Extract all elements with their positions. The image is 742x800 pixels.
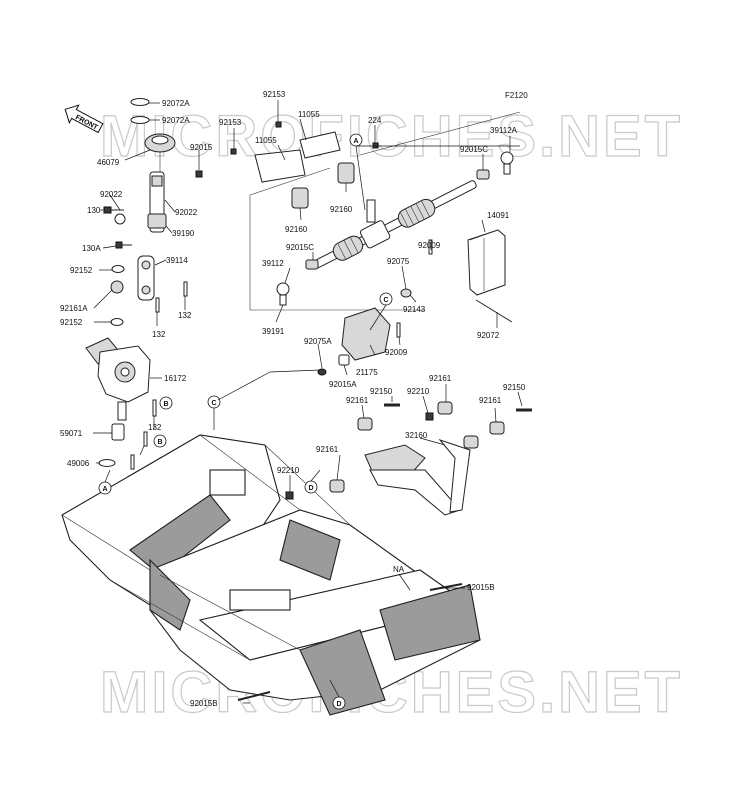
label-16172: 16172 <box>164 374 187 383</box>
cable-tie-92072 <box>475 299 513 323</box>
label-59071: 59071 <box>60 429 83 438</box>
label-32160: 32160 <box>405 431 428 440</box>
label-92153-top: 92153 <box>263 90 286 99</box>
steering-column-group <box>85 98 203 470</box>
label-92009-top: 92009 <box>418 241 441 250</box>
label-92160-right: 92160 <box>330 205 353 214</box>
label-92022-right: 92022 <box>175 208 198 217</box>
leader-lines <box>93 100 523 704</box>
label-21175: 21175 <box>356 368 378 377</box>
tie-rod-end-39112a <box>500 151 514 165</box>
main-frame <box>61 434 481 716</box>
label-39112a: 39112A <box>490 126 518 135</box>
label-92009-bottom: 92009 <box>385 348 408 357</box>
rack-boot-right <box>397 198 436 228</box>
label-92210-top: 92210 <box>407 387 430 396</box>
label-39190: 39190 <box>172 229 195 238</box>
label-46079: 46079 <box>97 158 120 167</box>
front-arrow-icon: FRONT <box>64 104 104 134</box>
label-49006: 49006 <box>67 459 90 468</box>
label-92153-left: 92153 <box>219 118 242 127</box>
label-92210-left: 92210 <box>277 466 300 475</box>
label-92161a: 92161A <box>60 304 88 313</box>
label-92072a-1: 92072A <box>162 99 190 108</box>
svg-text:B: B <box>163 401 168 408</box>
label-39191: 39191 <box>262 327 285 336</box>
washer-49006 <box>98 459 116 467</box>
label-92015b-right: 92015B <box>467 583 495 592</box>
coupler-59071 <box>111 423 125 441</box>
label-92143: 92143 <box>403 305 426 314</box>
watermark-top: MICROFICHES.NET <box>100 104 683 169</box>
label-92015c-right: 92015C <box>460 145 488 154</box>
figure-code: F2120 <box>505 91 528 100</box>
label-224: 224 <box>368 116 382 125</box>
svg-text:C: C <box>383 297 388 304</box>
controller-21175 <box>341 307 391 361</box>
label-39112: 39112 <box>262 259 284 268</box>
label-92161-top: 92161 <box>429 374 452 383</box>
a-arm-32160 <box>369 469 461 516</box>
svg-text:C: C <box>211 400 216 407</box>
svg-text:A: A <box>353 138 358 145</box>
a-arm-group <box>285 401 532 516</box>
label-92015b-bottom: 92015B <box>190 699 218 708</box>
label-92072a-2: 92072A <box>162 116 190 125</box>
bracket-11055-right <box>299 131 341 159</box>
svg-text:A: A <box>102 486 107 493</box>
label-92152-upper: 92152 <box>70 266 93 275</box>
bushing-92160-left <box>291 187 309 209</box>
label-14091: 14091 <box>487 211 510 220</box>
tie-rod-end-39112 <box>276 282 290 296</box>
label-39114: 39114 <box>166 256 188 265</box>
label-132-lower: 132 <box>148 423 162 432</box>
svg-text:B: B <box>157 439 162 446</box>
label-92150-right: 92150 <box>503 383 526 392</box>
label-92022-left: 92022 <box>100 190 123 199</box>
label-130a: 130A <box>82 244 101 253</box>
part-labels: 92072A 92072A 46079 92015 92022 130 9202… <box>60 90 526 708</box>
ring-92072a-upper <box>130 98 150 106</box>
label-11055-top: 11055 <box>298 110 320 119</box>
label-132-upper: 132 <box>178 311 192 320</box>
svg-text:D: D <box>336 701 341 708</box>
label-11055-left: 11055 <box>255 136 277 145</box>
ref-marker-b-upper <box>159 396 173 410</box>
label-92015c-left: 92015C <box>286 243 314 252</box>
label-92015a: 92015A <box>329 380 357 389</box>
label-92015: 92015 <box>190 143 213 152</box>
svg-text:D: D <box>308 485 313 492</box>
label-92075: 92075 <box>387 257 410 266</box>
label-132-mid: 132 <box>152 330 166 339</box>
label-92150-left: 92150 <box>370 387 393 396</box>
ref-marker-b-lower <box>153 434 167 448</box>
cover-14091 <box>467 229 506 296</box>
label-92075a: 92075A <box>304 337 332 346</box>
label-92161-right: 92161 <box>479 396 502 405</box>
label-92161-left: 92161 <box>316 445 339 454</box>
steering-rack-group <box>230 111 521 338</box>
label-92160-left: 92160 <box>285 225 308 234</box>
label-92152-lower: 92152 <box>60 318 83 327</box>
ring-92072a-lower <box>130 116 150 124</box>
bushing-92160-right <box>337 162 355 184</box>
label-130: 130 <box>87 206 101 215</box>
label-92161-mid-left: 92161 <box>346 396 369 405</box>
label-92072: 92072 <box>477 331 500 340</box>
label-na: NA <box>393 565 405 574</box>
bracket-11055-left <box>254 149 306 183</box>
